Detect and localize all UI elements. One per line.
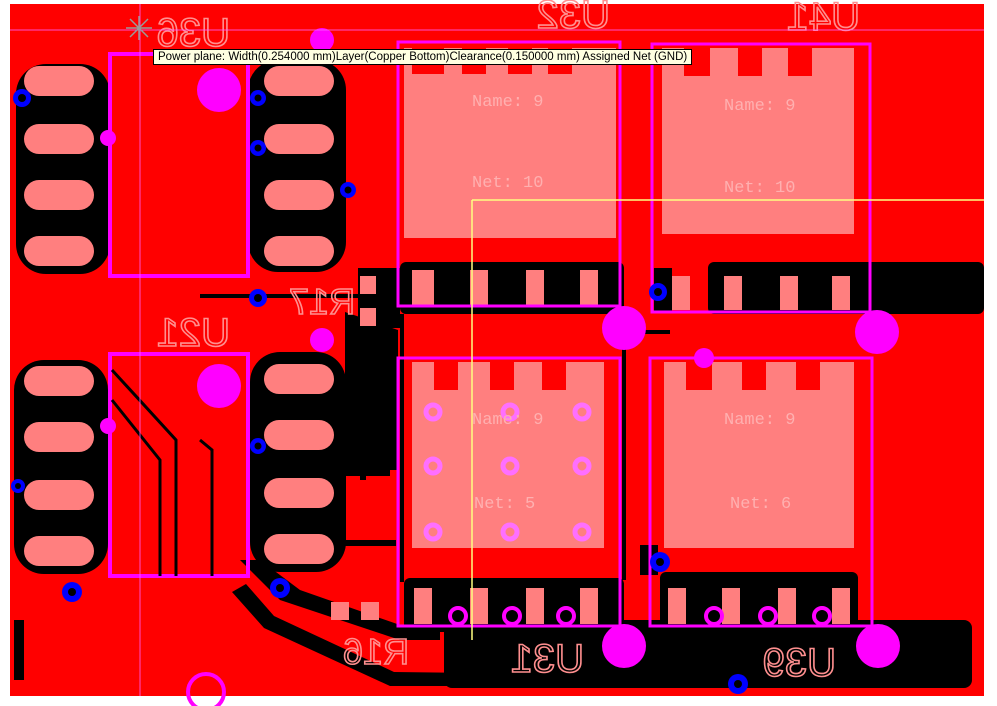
u32-lead-3[interactable] — [526, 270, 544, 306]
u32-name-label: Name: 9 — [472, 93, 543, 112]
u32-lead-4[interactable] — [580, 270, 598, 306]
via[interactable] — [649, 283, 667, 301]
u41-net-label: Net: 10 — [724, 179, 795, 198]
via[interactable] — [250, 140, 266, 156]
u41-name-label: Name: 9 — [724, 97, 795, 116]
u36-pad-5[interactable] — [264, 236, 334, 266]
u21-pad-8[interactable] — [264, 364, 334, 394]
via[interactable] — [11, 479, 25, 493]
u32-ref-label: U32 — [537, 0, 610, 37]
u31-ref-label: U31 — [511, 637, 584, 681]
component-r16[interactable]: R16 — [331, 602, 410, 673]
u36-pad-3[interactable] — [24, 180, 94, 210]
u36-ref-label: U36 — [157, 11, 230, 55]
component-u39[interactable]: Name: 9 Net: 6 U39 — [648, 356, 900, 686]
u21-internal-traces — [110, 368, 214, 576]
u31-lead-2[interactable] — [470, 588, 488, 624]
vias — [11, 89, 748, 694]
test-points — [100, 28, 832, 706]
u36-pad-4[interactable] — [24, 236, 94, 266]
crosshair-cursor-icon — [126, 16, 152, 40]
u32-lead-1[interactable] — [412, 270, 434, 306]
via[interactable] — [340, 182, 356, 198]
u39-thermal-pad[interactable] — [664, 362, 854, 548]
plane-clearances — [14, 60, 984, 688]
u39-lead-3[interactable] — [778, 588, 796, 624]
u31-lead-1[interactable] — [414, 588, 432, 624]
u32-outline — [396, 40, 622, 308]
u32-thermal-pad[interactable] — [404, 48, 616, 238]
u41-pin1-marker — [855, 310, 899, 354]
u31-pin1-marker — [602, 624, 646, 668]
u39-net-label: Net: 6 — [730, 495, 791, 514]
via[interactable] — [13, 89, 31, 107]
u21-pad-5[interactable] — [264, 534, 334, 564]
u32-pin1-marker — [602, 306, 646, 350]
u41-thermal-pad[interactable] — [662, 48, 854, 234]
u36-pad-6[interactable] — [264, 180, 334, 210]
u21-pad-7[interactable] — [264, 420, 334, 450]
u36-pad-2[interactable] — [24, 124, 94, 154]
r16-pad-1[interactable] — [331, 602, 349, 620]
u21-pin1-marker — [197, 364, 241, 408]
u36-pad-1[interactable] — [24, 66, 94, 96]
selection-guides — [10, 4, 984, 696]
u21-pad-6[interactable] — [264, 478, 334, 508]
component-u31[interactable]: Name: 9 Net: 5 U31 — [396, 356, 646, 682]
u39-lead-4[interactable] — [832, 588, 850, 624]
u39-pin1-marker — [856, 624, 900, 668]
via[interactable] — [62, 582, 82, 602]
u21-pad-1[interactable] — [24, 366, 94, 396]
via[interactable] — [650, 552, 670, 572]
u41-lead-2[interactable] — [724, 276, 742, 310]
u31-name-label: Name: 9 — [472, 411, 543, 430]
u39-lead-2[interactable] — [722, 588, 740, 624]
u21-pad-3[interactable] — [24, 480, 94, 510]
u31-lead-4[interactable] — [580, 588, 598, 624]
u31-outline — [396, 356, 622, 628]
via[interactable] — [270, 578, 290, 598]
r17-pad-2[interactable] — [360, 308, 376, 326]
r17-ref-label: R17 — [289, 281, 355, 322]
u21-pad-4[interactable] — [24, 536, 94, 566]
u41-lead-1[interactable] — [672, 276, 690, 310]
u41-lead-3[interactable] — [780, 276, 798, 310]
component-u36[interactable]: U36 — [20, 10, 334, 278]
u39-name-label: Name: 9 — [724, 411, 795, 430]
hover-tooltip: Power plane: Width(0.254000 mm)Layer(Cop… — [153, 49, 693, 65]
r16-ref-label: R16 — [343, 631, 409, 672]
u32-lead-2[interactable] — [470, 270, 488, 306]
u39-ref-label: U39 — [763, 641, 836, 685]
r16-pad-2[interactable] — [361, 602, 379, 620]
u36-pad-7[interactable] — [264, 124, 334, 154]
u41-ref-label: U41 — [787, 0, 860, 39]
u41-lead-4[interactable] — [832, 276, 850, 310]
via[interactable] — [249, 289, 267, 307]
u31-lead-3[interactable] — [526, 588, 544, 624]
via[interactable] — [250, 438, 266, 454]
via[interactable] — [250, 90, 266, 106]
u39-outline — [648, 356, 874, 628]
u21-pad-2[interactable] — [24, 422, 94, 452]
u21-ref-label: U21 — [157, 311, 230, 355]
u39-lead-1[interactable] — [668, 588, 686, 624]
u21-outline — [108, 352, 250, 578]
u31-thermal-pad[interactable] — [412, 362, 604, 548]
u31-net-label: Net: 5 — [474, 495, 535, 514]
u32-net-label: Net: 10 — [472, 174, 543, 193]
u36-pad-8[interactable] — [264, 66, 334, 96]
u36-pin1-marker — [197, 68, 241, 112]
component-r17[interactable]: R17 — [288, 276, 376, 326]
r17-pad-1[interactable] — [360, 276, 376, 294]
u41-outline — [650, 42, 872, 314]
component-u21[interactable]: U21 — [24, 310, 334, 578]
via[interactable] — [728, 674, 748, 694]
